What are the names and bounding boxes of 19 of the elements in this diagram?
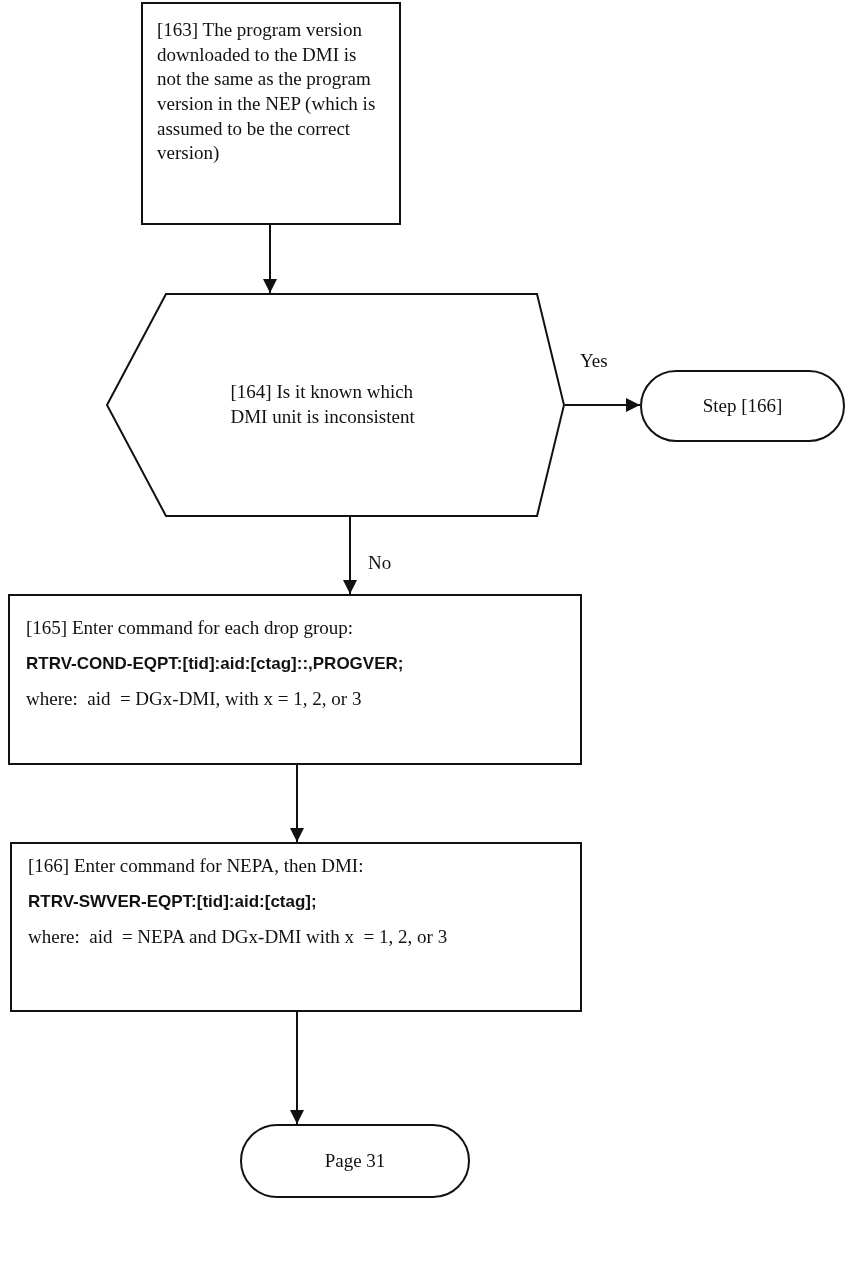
step-text: Page 31 — [324, 1148, 386, 1173]
command-text: RTRV-SWVER-EQPT:[tid]:aid:[ctag]; — [28, 890, 318, 913]
step-text: [166] Enter command for NEPA, then DMI: — [28, 854, 365, 878]
arrow — [343, 516, 357, 595]
arrow — [290, 1011, 304, 1125]
arrow — [263, 224, 277, 294]
process-box — [8, 594, 582, 765]
step-text: Step [166] — [702, 393, 783, 418]
arrow — [290, 764, 304, 843]
process-box — [141, 2, 401, 225]
step-text: where: aid = NEPA and DGx-DMI with x = 1, 2, or 3 — [28, 924, 449, 949]
step-text: [163] The program version downloaded to the DMI is not the same as the program version in the NEP (which is assumed to be the correct version) — [157, 18, 377, 166]
step-text: [165] Enter command for each drop group: — [26, 616, 355, 640]
arrow — [564, 398, 641, 412]
step-text: [164] Is it known which DMI unit is inconsistent — [230, 380, 416, 429]
decision-hexagon — [106, 293, 565, 517]
command-text: RTRV-COND-EQPT:[tid]:aid:[ctag]::,PROGVER; — [26, 652, 405, 675]
process-box — [10, 842, 582, 1012]
step-text: where: aid = DGx-DMI, with x = 1, 2, or 3 — [26, 686, 363, 711]
